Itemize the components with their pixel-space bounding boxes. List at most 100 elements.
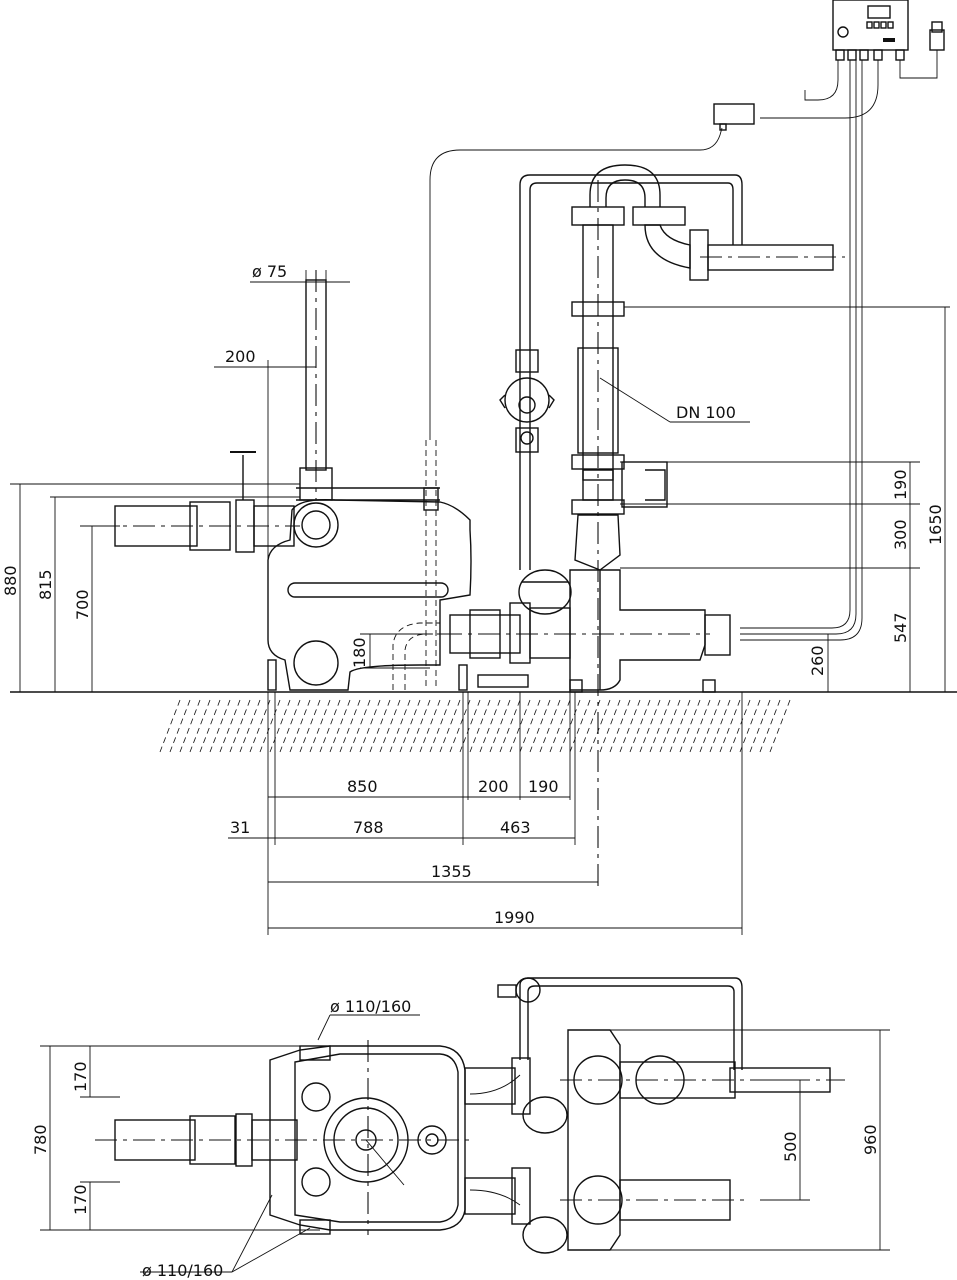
- hatch-line: [439, 699, 461, 753]
- back-pipe-valve: [645, 469, 666, 501]
- alarm-box: [713, 103, 755, 125]
- hatch-line: [169, 699, 191, 753]
- hatch-line: [679, 699, 701, 753]
- hatch-line: [719, 699, 741, 753]
- hatch-line: [309, 699, 331, 753]
- top-wheel-1: [522, 1096, 568, 1134]
- dim-547: 547: [891, 612, 910, 643]
- top-port-1: [301, 1082, 331, 1112]
- manhole-leader: [365, 1139, 405, 1186]
- hatch-line: [239, 699, 261, 753]
- riser-flange-top: [571, 206, 625, 226]
- bend-down: [644, 224, 691, 269]
- side-view: ø 75 200 DN 100 880 815 700 180: [1, 0, 957, 935]
- dim-780: 780: [31, 1124, 50, 1155]
- top-bend-outer: [589, 164, 661, 207]
- cable-4: [804, 60, 839, 101]
- hatch-line: [409, 699, 431, 753]
- dim-260: 260: [808, 645, 827, 676]
- dim-pipe-diameter: ø 75: [252, 262, 287, 281]
- anchor-2: [458, 664, 468, 691]
- top-bypass-inner: [527, 985, 735, 1070]
- tank-bottom-circle: [293, 640, 339, 686]
- dim-1990: 1990: [494, 908, 535, 927]
- hatch-line: [249, 699, 271, 753]
- alarm-plug: [719, 123, 727, 131]
- dim-180: 180: [350, 637, 369, 668]
- hatch-line: [159, 699, 181, 753]
- dim-170-top: 170: [71, 1061, 90, 1092]
- hatch-line: [589, 699, 611, 753]
- hatch-line: [769, 699, 791, 753]
- hatch-line: [349, 699, 371, 753]
- dim-700: 700: [73, 589, 92, 620]
- collecting-tank: [267, 499, 472, 691]
- hatch-line: [739, 699, 761, 753]
- top-pump2-pipe: [464, 1177, 516, 1215]
- dim-300: 300: [891, 519, 910, 550]
- hatch-line: [339, 699, 361, 753]
- anchor-1: [267, 659, 277, 691]
- tank-inlet-inner: [301, 510, 331, 540]
- hatch-line: [619, 699, 641, 753]
- top-port-2: [301, 1167, 331, 1197]
- top-cable-1: [469, 1074, 521, 1095]
- cable-3: [740, 60, 863, 641]
- dim-inlet-top: ø 110/160: [330, 997, 411, 1016]
- dim-offset-200: 200: [225, 347, 256, 366]
- dim-880: 880: [1, 565, 20, 596]
- hatch-line: [629, 699, 651, 753]
- hatch-line: [569, 699, 591, 753]
- hidden-pipe-1: [392, 622, 440, 690]
- hatch-line: [709, 699, 731, 753]
- dim-31: 31: [230, 818, 250, 837]
- ground-hatching: [159, 699, 791, 753]
- sensor-cable: [429, 127, 723, 440]
- top-cable-2: [469, 1189, 521, 1206]
- hatch-line: [549, 699, 571, 753]
- hatch-line: [379, 699, 401, 753]
- dim-500: 500: [781, 1131, 800, 1162]
- cable-5: [760, 60, 879, 119]
- hatch-line: [649, 699, 671, 753]
- level-sensor: [423, 487, 439, 511]
- bypass-inner: [529, 182, 734, 570]
- anchor-3: [569, 679, 583, 693]
- pump-motor: [569, 569, 706, 691]
- dim-190-right: 190: [891, 469, 910, 500]
- hatch-line: [369, 699, 391, 753]
- dim-788: 788: [353, 818, 384, 837]
- tank-rib: [287, 582, 449, 598]
- dim-1650: 1650: [926, 504, 945, 545]
- bend-flange: [632, 206, 686, 226]
- top-wheel-2: [522, 1216, 568, 1254]
- hatch-line: [729, 699, 751, 753]
- dim-190-bottom: 190: [528, 777, 559, 796]
- cable-2: [740, 60, 857, 635]
- hatch-line: [189, 699, 211, 753]
- hatch-line: [479, 699, 501, 753]
- riser-pipe-segment: [577, 347, 619, 454]
- dim-inlet-bottom: ø 110/160: [142, 1261, 223, 1280]
- hatch-line: [669, 699, 691, 753]
- hatch-line: [179, 699, 201, 753]
- hand-pump: [499, 349, 555, 453]
- hatch-line: [599, 699, 621, 753]
- top-bend-inner: [605, 179, 646, 207]
- hatch-line: [389, 699, 411, 753]
- cable-1: [740, 60, 851, 629]
- dim-463: 463: [500, 818, 531, 837]
- check-valve: [574, 514, 621, 571]
- motor-end: [704, 614, 731, 656]
- top-bypass-outer: [519, 977, 743, 1070]
- top-inlet-pipe: [114, 1119, 196, 1161]
- hatch-line: [269, 699, 291, 753]
- top-inlet-sleeve: [189, 1115, 236, 1165]
- dim-960: 960: [861, 1124, 880, 1155]
- hatch-line: [329, 699, 351, 753]
- hatch-line: [579, 699, 601, 753]
- hatch-line: [199, 699, 221, 753]
- hatch-line: [319, 699, 341, 753]
- tank-inlet-circle: [293, 502, 339, 548]
